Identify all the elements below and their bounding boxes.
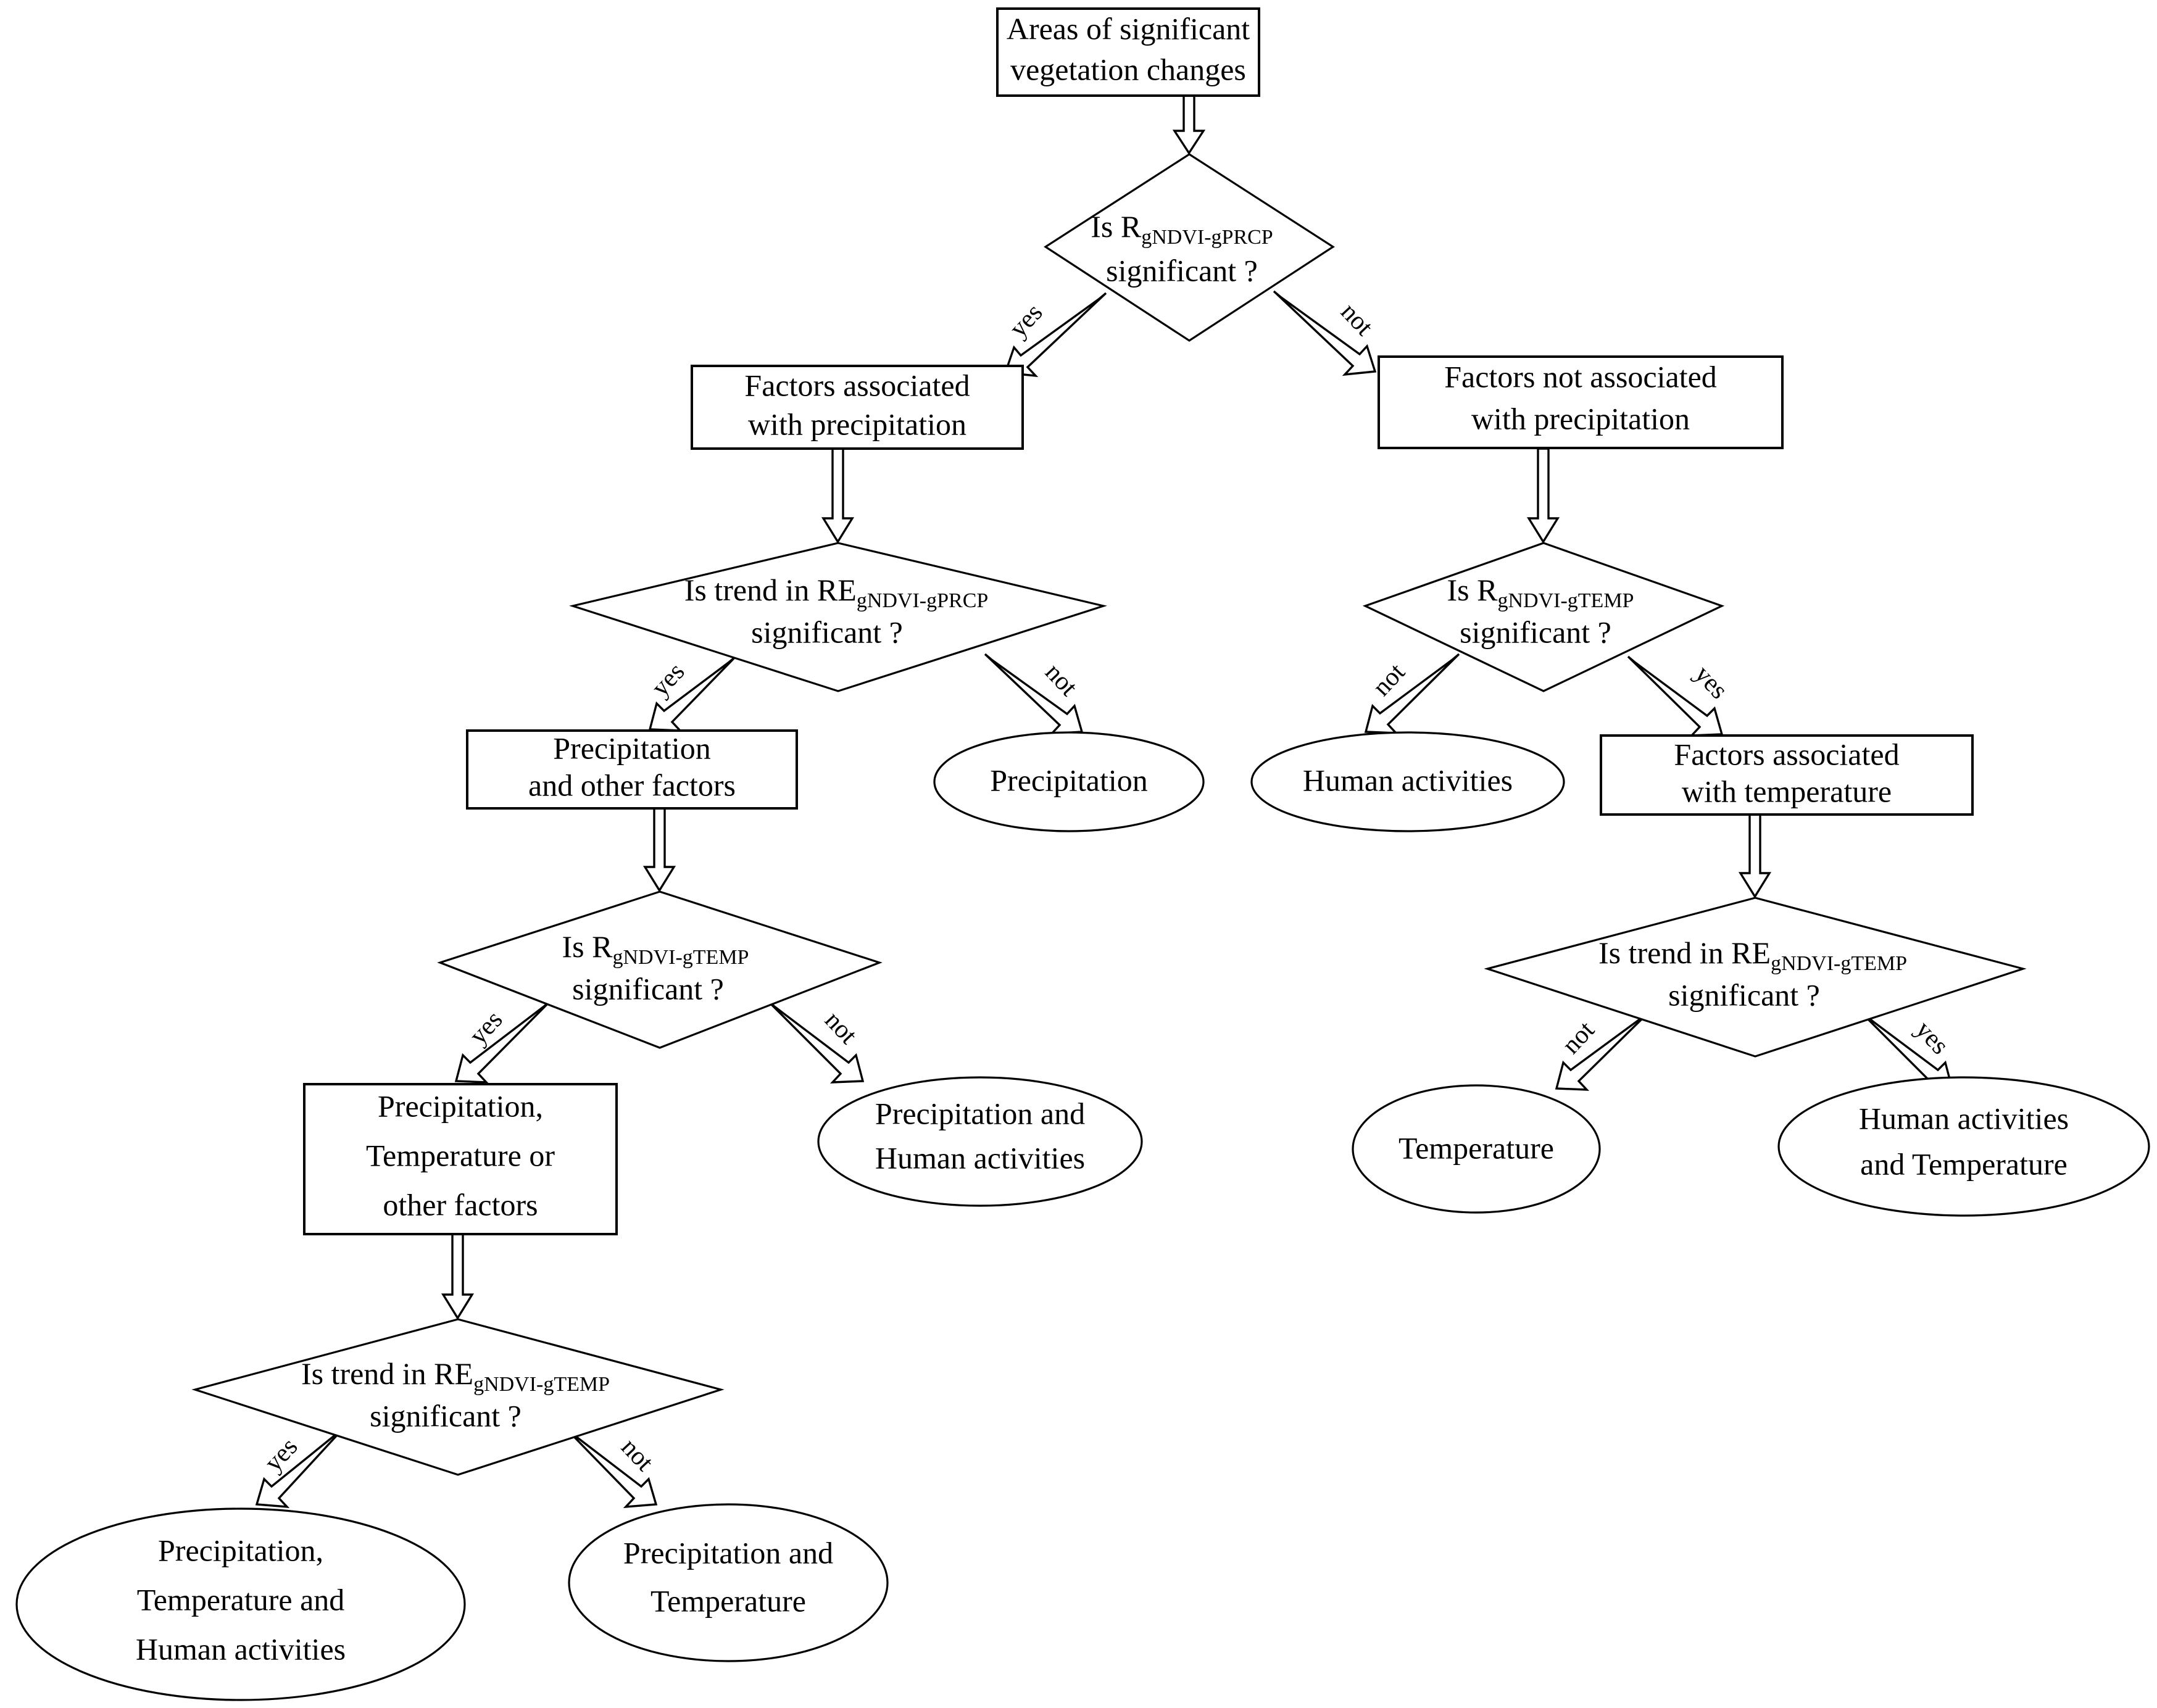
node-human-activities-and-temperature[interactable]: Human activities and Temperature <box>1777 1076 2150 1217</box>
node-label-line-2: Temperature and <box>137 1582 345 1617</box>
node-label-line-1: Factors not associated <box>1444 359 1717 394</box>
node-label-line-2: and other factors <box>528 768 736 802</box>
svg-text:Is trend in REgNDVI-gPRCP: Is trend in REgNDVI-gPRCP <box>684 573 989 611</box>
edge-label-d3l-not: not <box>819 1006 862 1050</box>
node-is-trend-in-re-gndvi-gprcp-significant[interactable]: Is trend in REgNDVI-gPRCP significant ? <box>569 542 1107 692</box>
node-label-prefix: Is R <box>562 929 613 964</box>
node-label-line-1: Precipitation, <box>378 1088 543 1123</box>
node-label-subscript: gNDVI-gTEMP <box>612 946 749 969</box>
node-label-line-3: Human activities <box>136 1631 346 1666</box>
node-label-line-2: with precipitation <box>748 407 966 441</box>
node-factors-associated-with-temperature[interactable]: Factors associated with temperature <box>1600 734 1974 816</box>
node-label-line-2: significant ? <box>751 615 903 649</box>
node-temperature[interactable]: Temperature <box>1352 1084 1601 1214</box>
edge-label-d2r-yes: yes <box>1689 660 1734 705</box>
connector-leftbox-to-d2l <box>821 447 855 544</box>
node-label-subscript: gNDVI-gTEMP <box>1497 589 1634 612</box>
edge-label-d1-yes: yes <box>1004 299 1049 343</box>
node-label-line-2: with temperature <box>1682 774 1892 808</box>
node-label-line-1: Human activities <box>1303 763 1513 797</box>
node-label-subscript: gNDVI-gTEMP <box>1771 952 1907 975</box>
edge-label-d1-not: not <box>1335 297 1378 341</box>
connector-pto-to-d4l <box>441 1233 475 1320</box>
node-label-subscript: gNDVI-gPRCP <box>857 589 988 612</box>
node-label-line-1: Factors associated <box>1674 737 1899 771</box>
node-label-line-2: vegetation changes <box>1010 52 1246 86</box>
node-label-line-1: Precipitation, <box>158 1533 323 1567</box>
node-label-line-1: Temperature <box>1399 1130 1554 1165</box>
svg-text:Is RgNDVI-gTEMP: Is RgNDVI-gTEMP <box>1447 573 1634 611</box>
node-factors-associated-with-precipitation[interactable]: Factors associated with precipitation <box>691 365 1024 450</box>
node-label-line-1: Areas of significant <box>1007 11 1250 46</box>
node-label-prefix: Is R <box>1091 209 1142 244</box>
svg-text:Is trend in REgNDVI-gTEMP: Is trend in REgNDVI-gTEMP <box>301 1356 610 1395</box>
edge-label-d4l-not: not <box>615 1433 659 1477</box>
node-label-line-2: Human activities <box>875 1140 1085 1175</box>
node-label-line-2: Temperature <box>650 1583 806 1618</box>
node-is-r-gndvi-gtemp-significant-right[interactable]: Is RgNDVI-gTEMP significant ? <box>1362 542 1725 692</box>
node-label-line-2: significant ? <box>572 971 724 1006</box>
node-precipitation-temperature-or-other-factors[interactable]: Precipitation, Temperature or other fact… <box>303 1083 618 1235</box>
node-label-subscript: gNDVI-gTEMP <box>473 1373 610 1396</box>
connector-precipother-to-d3l <box>642 807 676 893</box>
svg-text:Is RgNDVI-gTEMP: Is RgNDVI-gTEMP <box>562 929 749 968</box>
node-is-r-gndvi-gprcp-significant[interactable]: Is RgNDVI-gPRCP significant ? <box>1044 153 1335 342</box>
node-is-trend-in-re-gndvi-gtemp-significant-right[interactable]: Is trend in REgNDVI-gTEMP significant ? <box>1484 897 2027 1058</box>
node-label-subscript: gNDVI-gPRCP <box>1141 226 1273 249</box>
node-label-line-2: significant ? <box>1460 615 1611 649</box>
node-human-activities[interactable]: Human activities <box>1250 731 1565 832</box>
connector-d1-not <box>1273 290 1377 376</box>
node-precipitation[interactable]: Precipitation <box>933 731 1205 832</box>
node-label-line-1: Human activities <box>1859 1101 2069 1135</box>
node-label-line-3: other factors <box>383 1187 538 1222</box>
connector-facttemp-to-d3r <box>1738 813 1772 899</box>
node-label-line-2: with precipitation <box>1471 401 1690 436</box>
connector-d4l-not <box>564 1427 658 1509</box>
node-label-prefix: Is trend in RE <box>301 1356 473 1391</box>
node-label-line-2: significant ? <box>370 1398 522 1433</box>
connector-d3r-not <box>1555 1009 1652 1091</box>
node-label-line-1: Factors associated <box>744 368 970 402</box>
node-precipitation-and-human-activities[interactable]: Precipitation and Human activities <box>817 1076 1143 1207</box>
node-label-line-2: significant ? <box>1668 977 1820 1012</box>
node-factors-not-associated-with-precipitation[interactable]: Factors not associated with precipitatio… <box>1378 355 1784 449</box>
connector-rightbox-to-d2r <box>1526 447 1560 544</box>
node-label-line-1: Precipitation and <box>875 1096 1085 1130</box>
edge-label-d2l-not: not <box>1039 658 1083 702</box>
node-label-line-2: significant ? <box>1106 253 1258 288</box>
node-is-trend-in-re-gndvi-gtemp-significant-bottom[interactable]: Is trend in REgNDVI-gTEMP significant ? <box>191 1318 725 1476</box>
node-label-line-2: Temperature or <box>366 1138 555 1172</box>
node-label-line-2: and Temperature <box>1860 1146 2068 1181</box>
node-label-prefix: Is R <box>1447 573 1498 607</box>
connector-d3l-yes <box>454 1000 552 1084</box>
node-precipitation-and-temperature[interactable]: Precipitation and Temperature <box>568 1503 889 1662</box>
node-is-r-gndvi-gtemp-significant-left[interactable]: Is RgNDVI-gTEMP significant ? <box>437 890 883 1049</box>
node-areas-of-significant-vegetation-changes[interactable]: Areas of significant vegetation changes <box>996 7 1260 97</box>
node-label-line-1: Precipitation <box>553 731 711 765</box>
connector-root-to-d1 <box>1172 94 1206 155</box>
node-label-prefix: Is trend in RE <box>684 573 857 607</box>
node-precipitation-and-other-factors[interactable]: Precipitation and other factors <box>466 729 798 810</box>
node-precipitation-temperature-and-human-activities[interactable]: Precipitation, Temperature and Human act… <box>15 1507 466 1701</box>
svg-text:Is RgNDVI-gPRCP: Is RgNDVI-gPRCP <box>1091 209 1273 248</box>
connector-d4l-yes <box>255 1427 345 1509</box>
node-label-prefix: Is trend in RE <box>1598 935 1771 970</box>
node-label-line-1: Precipitation and <box>623 1535 833 1570</box>
connector-d3l-not <box>767 1000 865 1084</box>
svg-text:Is trend in REgNDVI-gTEMP: Is trend in REgNDVI-gTEMP <box>1598 935 1907 974</box>
node-label-line-1: Precipitation <box>990 763 1148 797</box>
